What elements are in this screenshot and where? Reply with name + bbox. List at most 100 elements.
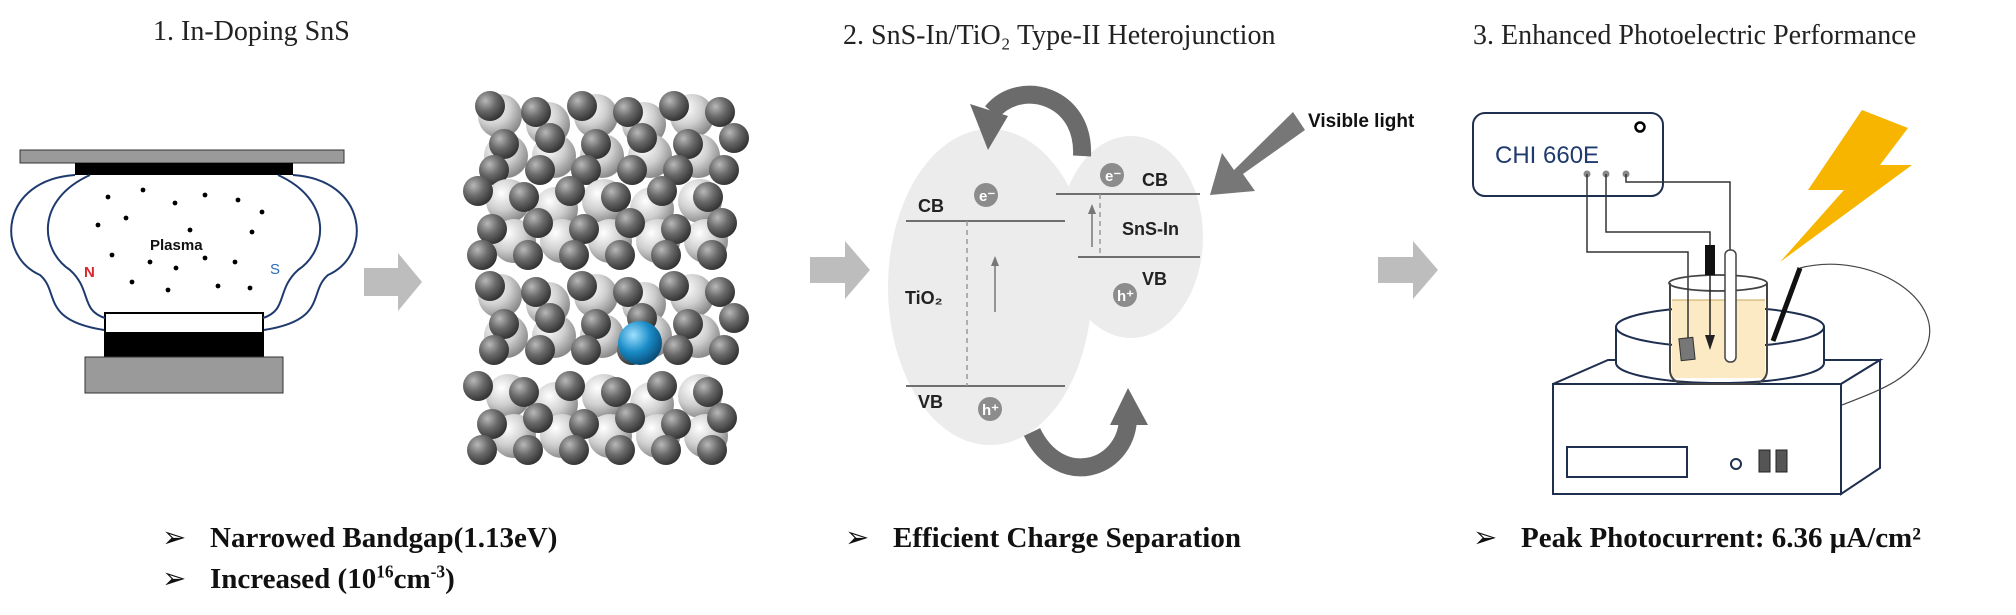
pole-s-label: S — [270, 261, 280, 278]
panel3-bullet-1: ➢Peak Photocurrent: 6.36 μA/cm² — [1473, 520, 1921, 555]
lattice-atom — [605, 240, 635, 270]
sns-hole-icon — [1113, 283, 1137, 307]
lattice-atom — [627, 123, 657, 153]
lattice-atom — [569, 214, 599, 244]
carrier-text-pre: Increased (10 — [210, 563, 377, 595]
lattice-atom — [535, 303, 565, 333]
field-line-right-outer — [263, 174, 358, 331]
lattice-atom — [555, 371, 585, 401]
lattice-atom — [709, 155, 739, 185]
field-line-left-inner — [46, 174, 106, 319]
tio2-cb-label: CB — [918, 196, 944, 216]
wire-2 — [1605, 174, 1711, 248]
lattice-atom — [693, 377, 723, 407]
lattice-atom — [571, 155, 601, 185]
working-electrode — [1678, 336, 1696, 362]
lattice-atom — [697, 435, 727, 465]
top-electrode — [75, 163, 293, 175]
electron-transfer-arrowhead — [970, 104, 1008, 150]
lattice-atom — [673, 129, 703, 159]
bandgap-text: Narrowed Bandgap(1.13eV) — [210, 522, 558, 554]
lattice-atom — [647, 371, 677, 401]
lattice-atom — [523, 403, 553, 433]
lattice-atom — [615, 403, 645, 433]
lattice-atom — [581, 129, 611, 159]
lattice-atom — [615, 208, 645, 238]
light-cable — [1799, 263, 1931, 406]
lattice-atom — [489, 129, 519, 159]
stirrer-switch-2 — [1775, 449, 1788, 473]
sns-electron-label: e⁻ — [1105, 168, 1121, 185]
lattice-atom — [651, 435, 681, 465]
field-line-right-inner — [262, 174, 322, 319]
hole-transfer-arrowhead — [1110, 388, 1148, 425]
tio2-ellipse — [888, 129, 1092, 445]
base-plate — [84, 356, 284, 394]
field-line-left-outer — [10, 174, 105, 331]
lattice-atom — [705, 277, 735, 307]
sns-hole-label: h⁺ — [1117, 288, 1134, 305]
lattice-atom — [525, 155, 555, 185]
lattice-atom — [661, 409, 691, 439]
lattice-atom — [555, 176, 585, 206]
lattice-atom — [651, 240, 681, 270]
flow-arrow-1 — [364, 253, 422, 311]
lattice-atom — [705, 97, 735, 127]
plasma-label: Plasma — [150, 237, 203, 254]
counter-electrode-cap — [1705, 245, 1715, 275]
lattice-atom — [719, 123, 749, 153]
lattice-atom — [559, 240, 589, 270]
lattice-atom — [475, 271, 505, 301]
lattice-atom — [697, 240, 727, 270]
panel1-bullet-1: ➢ Narrowed Bandgap(1.13eV) — [162, 520, 557, 555]
wire-3 — [1625, 174, 1731, 250]
lattice-atom — [489, 309, 519, 339]
panel2-title: 2. SnS-In/TiO₂ Type-II Heterojunction — [843, 20, 1276, 51]
lattice-atom — [659, 271, 689, 301]
instrument-box — [1472, 112, 1664, 197]
stirrer-display — [1566, 446, 1688, 478]
lattice-atom — [605, 435, 635, 465]
stirrer-knob — [1730, 458, 1742, 470]
lattice-atom — [521, 97, 551, 127]
lattice-atom — [513, 435, 543, 465]
beaker-rim — [1668, 274, 1768, 292]
bullet-marker: ➢ — [162, 563, 187, 595]
plasma-particles — [95, 187, 265, 293]
sns-electron-icon — [1100, 163, 1124, 187]
lattice-atom — [463, 371, 493, 401]
lattice-atom — [661, 214, 691, 244]
lattice-atom — [613, 277, 643, 307]
beaker — [1669, 283, 1768, 385]
lattice-atom — [707, 208, 737, 238]
bottom-electrode — [104, 333, 264, 357]
bullet-marker: ➢ — [162, 522, 187, 554]
electrochemical-setup: CHI 660E — [1472, 110, 1931, 496]
light-probe — [1770, 267, 1803, 342]
lattice-atom — [707, 403, 737, 433]
sns-in-label: SnS-In — [1122, 219, 1179, 239]
counter-electrode-tip — [1705, 335, 1715, 350]
lattice-atom — [513, 240, 543, 270]
lattice-atom — [477, 214, 507, 244]
lattice-atom — [509, 377, 539, 407]
sns-in-ellipse — [1059, 136, 1203, 338]
lattice-atom — [601, 182, 631, 212]
stirrer-switch-1 — [1758, 449, 1771, 473]
bullet-marker: ➢ — [845, 522, 870, 554]
lightning-icon — [1780, 110, 1912, 262]
indium-dopant-atom — [618, 321, 662, 365]
panel1-title: 1. In-Doping SnS — [153, 16, 350, 47]
lattice-atom — [535, 123, 565, 153]
reference-electrode — [1724, 249, 1737, 363]
lattice-atom — [477, 409, 507, 439]
lattice-atom — [509, 182, 539, 212]
lattice-atom — [479, 155, 509, 185]
lattice-atom — [567, 271, 597, 301]
lattice-atom — [567, 91, 597, 121]
sns-cb-label: CB — [1142, 170, 1168, 190]
lattice-atom — [693, 182, 723, 212]
carrier-exp-1: 16 — [376, 561, 394, 582]
bullet-marker: ➢ — [1473, 522, 1498, 554]
